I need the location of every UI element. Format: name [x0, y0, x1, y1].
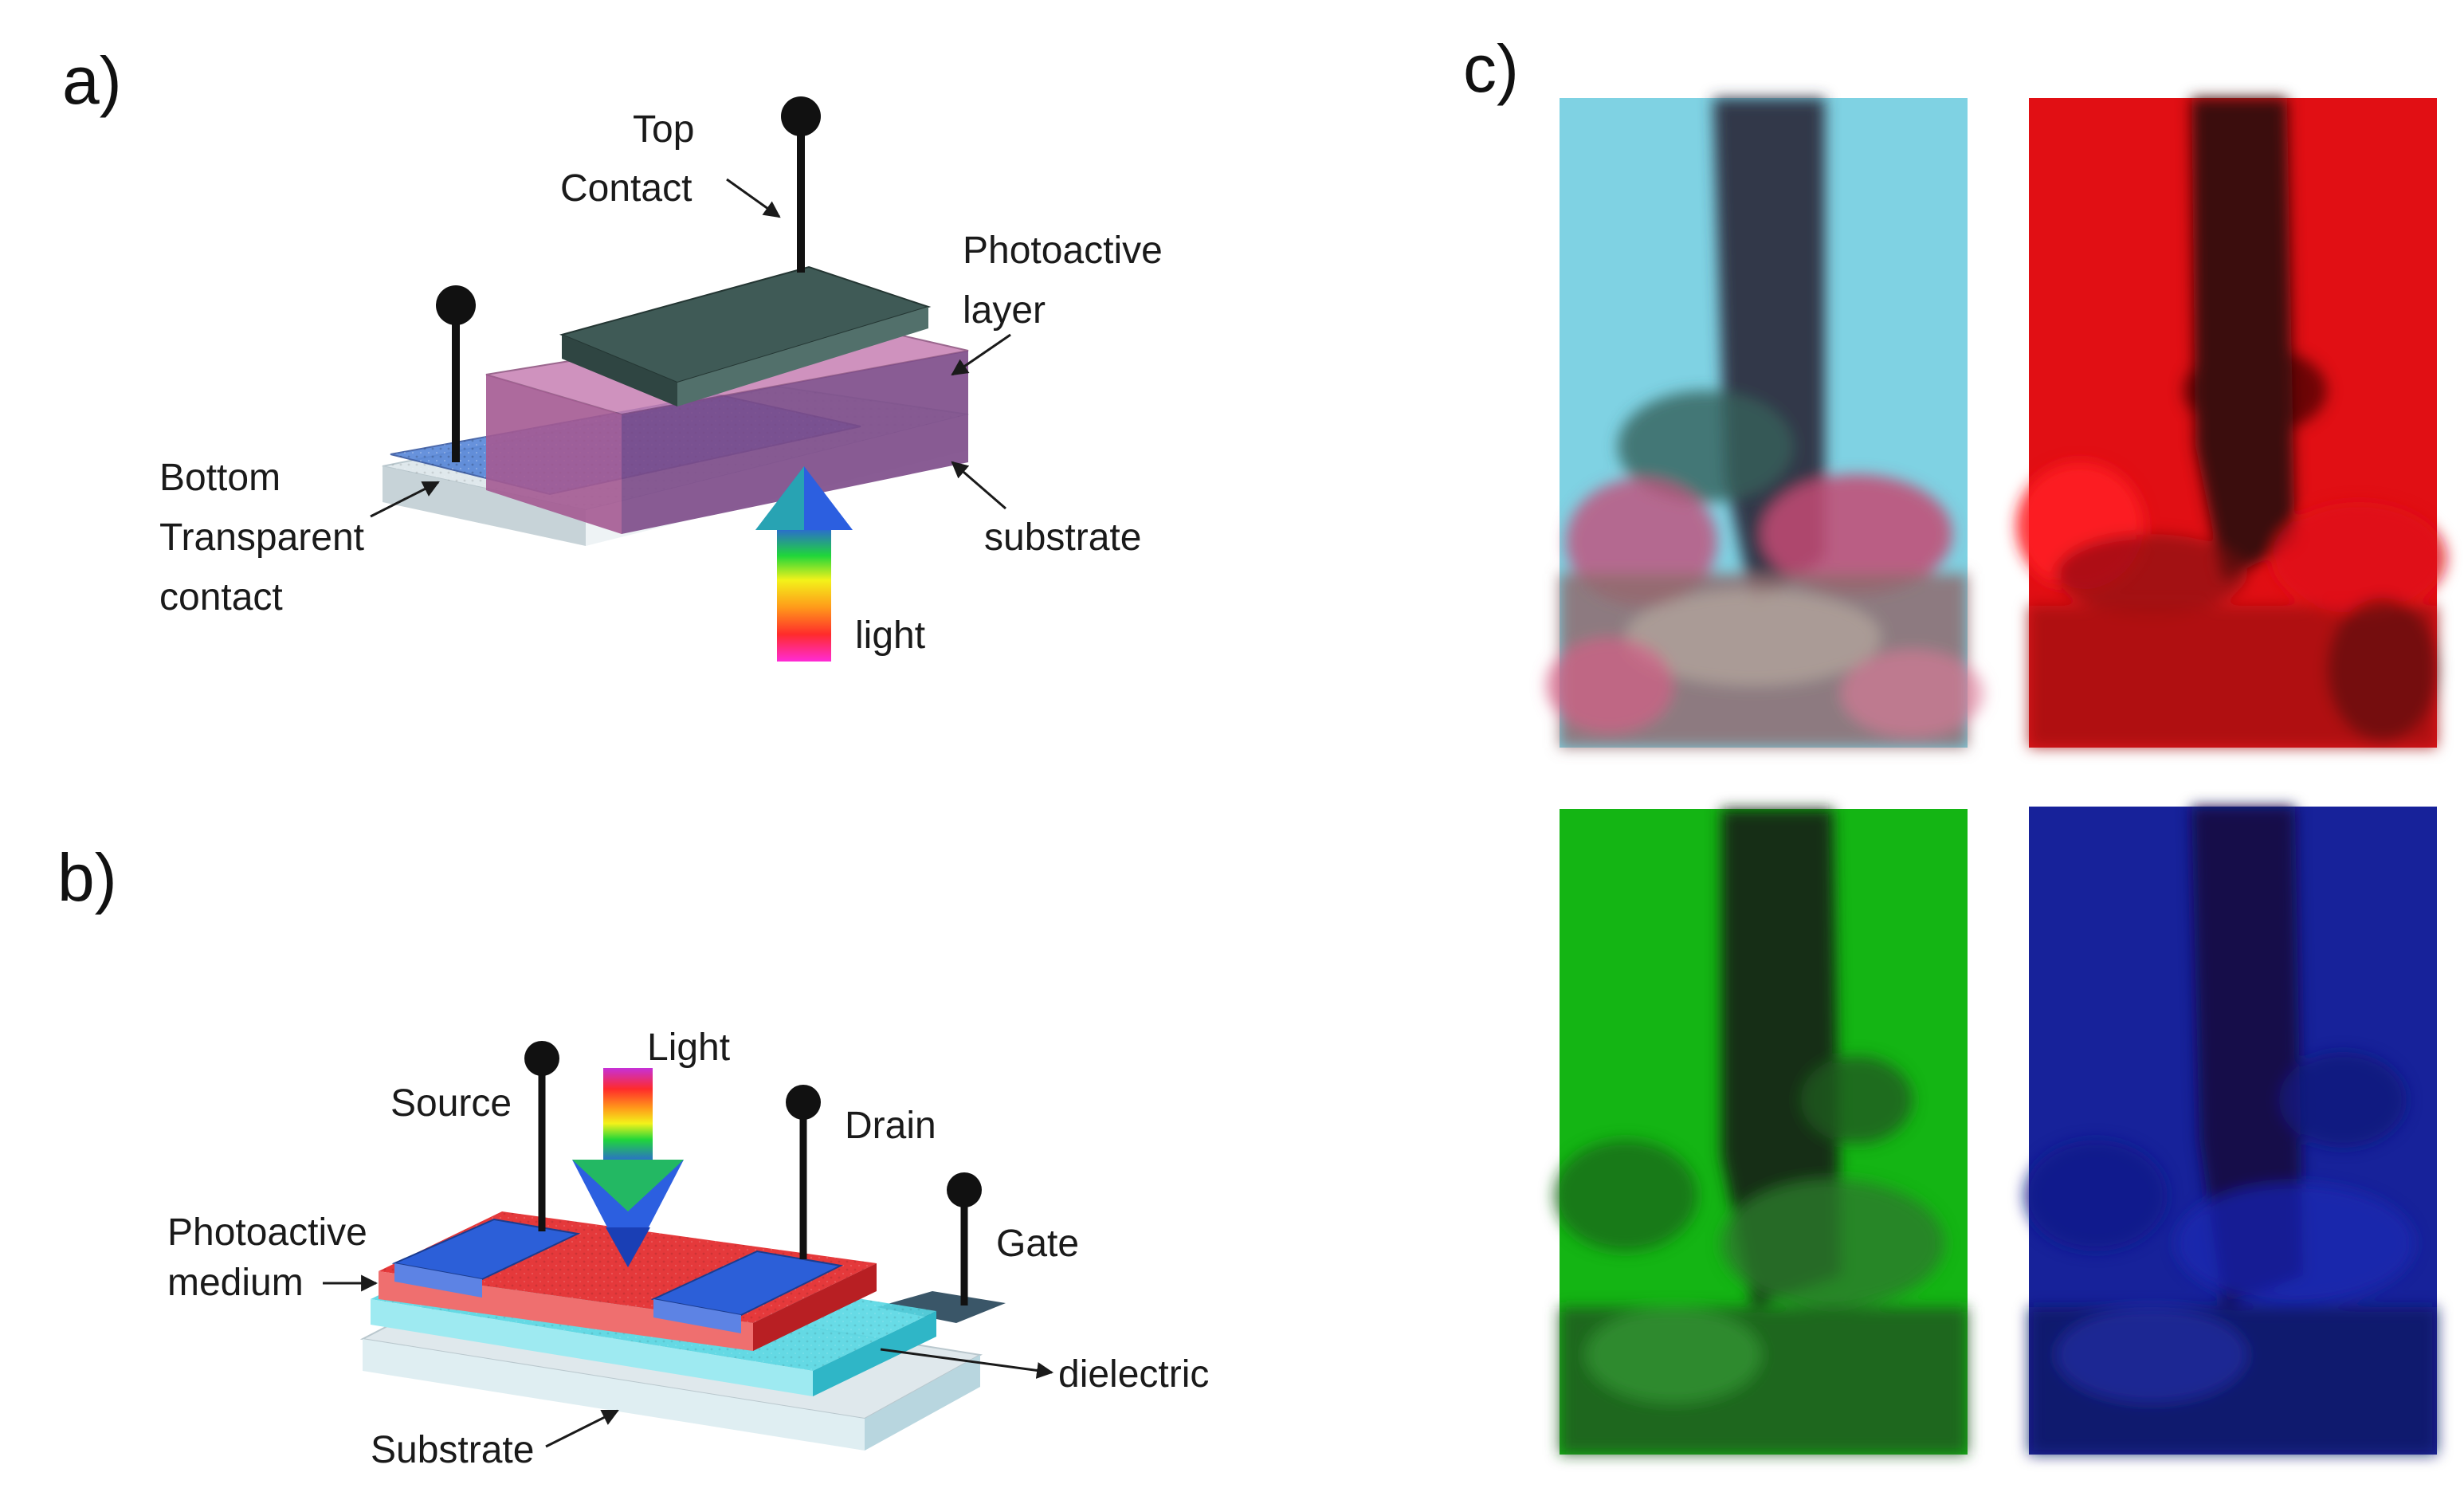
- drain-label: Drain: [845, 1105, 936, 1147]
- photoactive-medium-label-2: medium: [167, 1262, 304, 1304]
- substrate-pointer-a: [951, 461, 1006, 510]
- panel-c: c): [1463, 31, 2446, 1455]
- gate-plate: [877, 1291, 1006, 1323]
- photo-red-channel: [2016, 98, 2446, 748]
- dielectric-pointer: [880, 1348, 1054, 1379]
- light-arrow-down-icon: [572, 1068, 684, 1267]
- top-contact-label-2: Contact: [560, 167, 692, 210]
- substrate-label-a: substrate: [984, 516, 1141, 559]
- top-contact-a: [559, 265, 932, 406]
- probe-drain: [786, 1085, 821, 1259]
- source-label: Source: [390, 1082, 512, 1125]
- photo-green-channel: [1554, 809, 1968, 1455]
- photo-blue-channel: [2024, 807, 2437, 1455]
- bottom-contact-label-3: contact: [159, 576, 283, 618]
- panel-b: b): [57, 840, 1209, 1471]
- bottom-contact-pointer: [370, 481, 440, 518]
- substrate-pointer-b: [545, 1409, 619, 1448]
- photoactive-layer-pointer: [951, 333, 1011, 376]
- probe-top-a: [781, 96, 821, 273]
- light-label-b: Light: [647, 1027, 730, 1069]
- light-arrow-up-icon: [755, 466, 853, 662]
- photoactive-medium-label-1: Photoactive: [167, 1211, 367, 1254]
- panel-a-label: a): [62, 43, 122, 118]
- top-contact-label-1: Top: [633, 108, 694, 151]
- probe-gate: [947, 1172, 982, 1306]
- bottom-contact-label-2: Transparent: [159, 516, 364, 559]
- probe-source: [524, 1041, 559, 1231]
- dielectric-label: dielectric: [1058, 1353, 1209, 1396]
- photo-full-color: [1546, 98, 1984, 748]
- photoactive-layer-label-1: Photoactive: [963, 230, 1163, 272]
- gate-label: Gate: [996, 1223, 1079, 1265]
- drain-electrode: [650, 1250, 844, 1333]
- probe-bottom-a: [436, 285, 476, 462]
- panel-c-label: c): [1463, 31, 1519, 106]
- bottom-contact-label-1: Bottom: [159, 457, 281, 499]
- top-contact-pointer: [726, 178, 781, 218]
- substrate-label-b: Substrate: [371, 1429, 534, 1471]
- photoactive-layer-label-2: layer: [963, 289, 1046, 332]
- light-label-a: light: [855, 614, 925, 657]
- source-electrode: [391, 1218, 581, 1298]
- panel-b-label: b): [57, 840, 117, 915]
- panel-a: a): [62, 43, 1163, 662]
